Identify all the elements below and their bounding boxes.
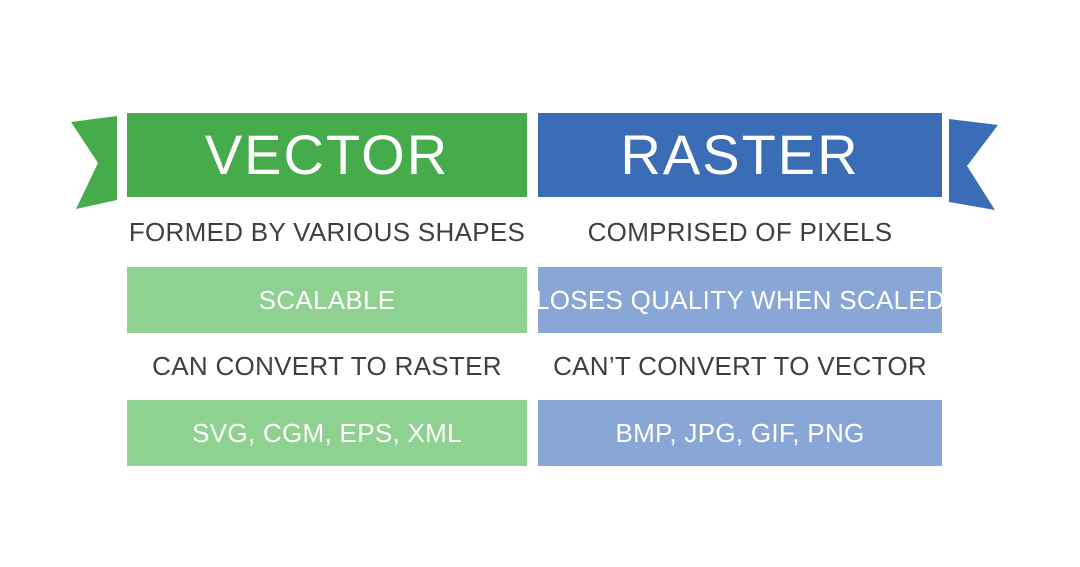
raster-row-comprised-of-pixels: COMPRISED OF PIXELS xyxy=(587,216,893,247)
raster-row-file-formats: BMP, JPG, GIF, PNG xyxy=(538,400,942,466)
vector-header-banner: VECTOR xyxy=(127,113,527,197)
vector-row-file-formats: SVG, CGM, EPS, XML xyxy=(127,400,527,466)
raster-header-banner: RASTER xyxy=(538,113,942,197)
ribbon-tail-right-shape xyxy=(949,119,998,210)
raster-column: RASTER COMPRISED OF PIXELS LOSES QUALITY… xyxy=(535,113,945,466)
ribbon-tail-right-icon xyxy=(949,119,998,210)
vector-row-convert-to-raster: CAN CONVERT TO RASTER xyxy=(152,351,502,381)
vector-row-scalable: SCALABLE xyxy=(127,267,527,333)
ribbon-tail-left-shape xyxy=(71,116,117,209)
ribbon-tail-left-icon xyxy=(71,116,117,209)
vector-column: VECTOR FORMED BY VARIOUS SHAPES SCALABLE… xyxy=(127,113,527,466)
raster-row-cant-convert: CAN’T CONVERT TO VECTOR xyxy=(553,351,927,381)
raster-row-loses-quality: LOSES QUALITY WHEN SCALED xyxy=(535,267,945,333)
vector-row-formed-by-shapes: FORMED BY VARIOUS SHAPES xyxy=(128,216,526,247)
